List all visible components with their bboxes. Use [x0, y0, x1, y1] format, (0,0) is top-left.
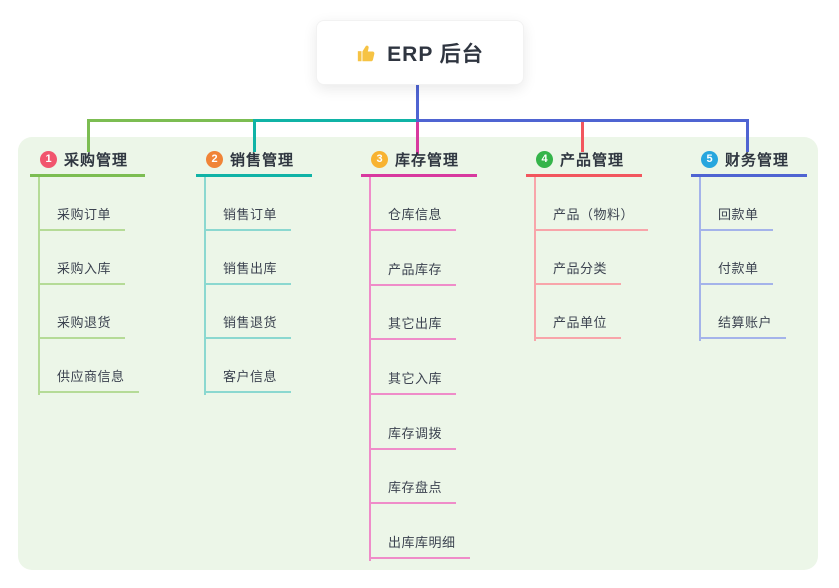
connector-drop-purchase — [87, 119, 90, 152]
connector-drop-sales — [253, 119, 256, 152]
child-node[interactable]: 结算账户 — [699, 315, 787, 339]
branch-number-badge: 3 — [371, 150, 388, 168]
child-node[interactable]: 销售出库 — [204, 261, 292, 285]
branch-spine — [38, 177, 40, 395]
thumbs-up-icon — [358, 45, 375, 61]
connector-drop-inventory — [416, 122, 419, 155]
child-node[interactable]: 出库库明细 — [369, 535, 470, 559]
branch-number-badge: 2 — [206, 150, 223, 168]
connector-drop-product — [581, 122, 584, 152]
branch-label: 财务管理 — [725, 151, 790, 169]
child-node[interactable]: 仓库信息 — [369, 207, 457, 231]
root-node[interactable]: ERP 后台 — [316, 20, 524, 85]
child-node[interactable]: 产品（物料） — [534, 207, 649, 231]
branch-node-purchase[interactable]: 1 采购管理 — [30, 144, 145, 177]
child-node[interactable]: 产品单位 — [534, 315, 622, 339]
child-node[interactable]: 其它入库 — [369, 371, 457, 395]
child-node[interactable]: 库存盘点 — [369, 480, 457, 504]
branch-node-inventory[interactable]: 3 库存管理 — [361, 144, 477, 177]
branch-label: 产品管理 — [560, 151, 625, 169]
branch-spine — [369, 177, 371, 561]
child-node[interactable]: 回款单 — [699, 207, 773, 231]
branch-spine — [204, 177, 206, 395]
connector-bus-green — [87, 119, 255, 122]
child-node[interactable]: 其它出库 — [369, 316, 457, 340]
branch-spine — [534, 177, 536, 341]
child-node[interactable]: 采购退货 — [38, 315, 126, 339]
child-node[interactable]: 采购订单 — [38, 207, 126, 231]
branch-number-badge: 1 — [40, 150, 57, 168]
child-node[interactable]: 采购入库 — [38, 261, 126, 285]
child-node[interactable]: 产品库存 — [369, 262, 457, 286]
child-node[interactable]: 付款单 — [699, 261, 773, 285]
branch-node-sales[interactable]: 2 销售管理 — [196, 144, 312, 177]
branch-number-badge: 5 — [701, 150, 718, 168]
branch-node-product[interactable]: 4 产品管理 — [526, 144, 642, 177]
branch-label: 采购管理 — [64, 151, 129, 169]
child-node[interactable]: 销售退货 — [204, 315, 292, 339]
branch-label: 库存管理 — [395, 151, 460, 169]
child-node[interactable]: 供应商信息 — [38, 369, 139, 393]
child-node[interactable]: 库存调拨 — [369, 426, 457, 450]
child-node[interactable]: 客户信息 — [204, 369, 292, 393]
child-node[interactable]: 销售订单 — [204, 207, 292, 231]
branch-label: 销售管理 — [230, 151, 295, 169]
connector-bus-indigo — [416, 119, 749, 122]
connector-bus-teal — [255, 119, 418, 122]
branch-node-finance[interactable]: 5 财务管理 — [691, 144, 807, 177]
connector-root-stem — [416, 83, 419, 122]
child-node[interactable]: 产品分类 — [534, 261, 622, 285]
root-label: ERP 后台 — [387, 42, 484, 66]
branch-number-badge: 4 — [536, 150, 553, 168]
connector-drop-finance — [746, 119, 749, 152]
branches-background-panel — [18, 137, 818, 570]
branch-spine — [699, 177, 701, 341]
